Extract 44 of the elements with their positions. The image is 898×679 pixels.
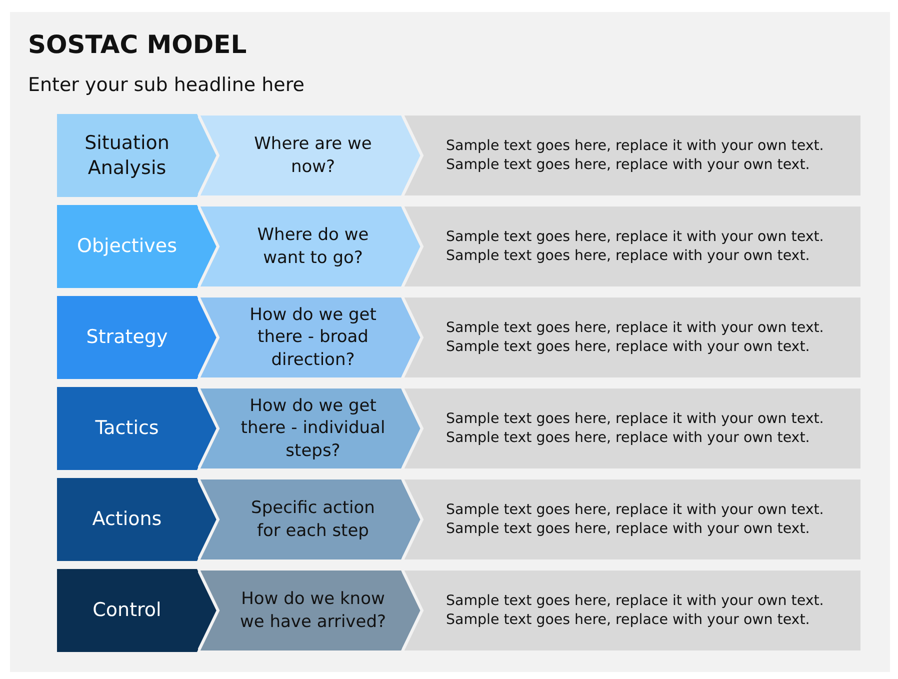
question-tab (198, 114, 422, 197)
title: SOSTAC MODEL (28, 30, 247, 59)
question-tab (198, 387, 422, 470)
step-tab (57, 478, 217, 561)
step-tab (57, 296, 217, 379)
question-text: Where are we now? (253, 133, 373, 178)
question-tab (198, 569, 422, 652)
body-text: Sample text goes here, replace with your own text. (446, 520, 810, 538)
text-panel (402, 205, 862, 288)
question-tab (198, 296, 422, 379)
question-tab (198, 205, 422, 288)
step-tab (57, 387, 217, 470)
question-text: Where do we want to go? (256, 224, 370, 269)
subheadline: Enter your sub headline here (28, 74, 304, 96)
body-text: Sample text goes here, replace it with your own text. (446, 501, 824, 520)
text-panel (402, 296, 862, 379)
question-text: How do we get there - broad direction? (248, 304, 378, 371)
step-label: Situation Analysis (84, 130, 170, 180)
question-text: Specific action for each step (250, 497, 376, 542)
text-panel (402, 569, 862, 652)
step-tab (57, 114, 217, 197)
body-text: Sample text goes here, replace it with your own text. (446, 137, 824, 156)
body-text: Sample text goes here, replace with your own text. (446, 246, 810, 265)
step-label: Actions (92, 507, 162, 532)
body-text: Sample text goes here, replace with your own text. (446, 156, 810, 174)
step-tab (57, 569, 217, 652)
question-tab (198, 478, 422, 561)
step-tab (57, 205, 217, 288)
body-text: Sample text goes here, replace with your own text. (446, 610, 810, 629)
body-text: Sample text goes here, replace it with your own text. (446, 592, 824, 610)
body-text: Sample text goes here, replace with your own text. (446, 428, 810, 447)
step-label: Objectives (77, 234, 177, 259)
text-panel (402, 478, 862, 561)
body-text: Sample text goes here, replace with your own text. (446, 338, 810, 356)
text-panel (402, 387, 862, 470)
body-text: Sample text goes here, replace it with your own text. (446, 410, 824, 428)
text-panel (402, 114, 862, 197)
step-label: Tactics (95, 416, 159, 441)
step-label: Strategy (86, 325, 168, 350)
question-text: How do we get there - individual steps? (240, 395, 386, 462)
body-text: Sample text goes here, replace it with your own text. (446, 319, 824, 338)
question-text: How do we know we have arrived? (238, 588, 388, 633)
step-label: Control (92, 598, 162, 623)
body-text: Sample text goes here, replace it with your own text. (446, 228, 824, 246)
